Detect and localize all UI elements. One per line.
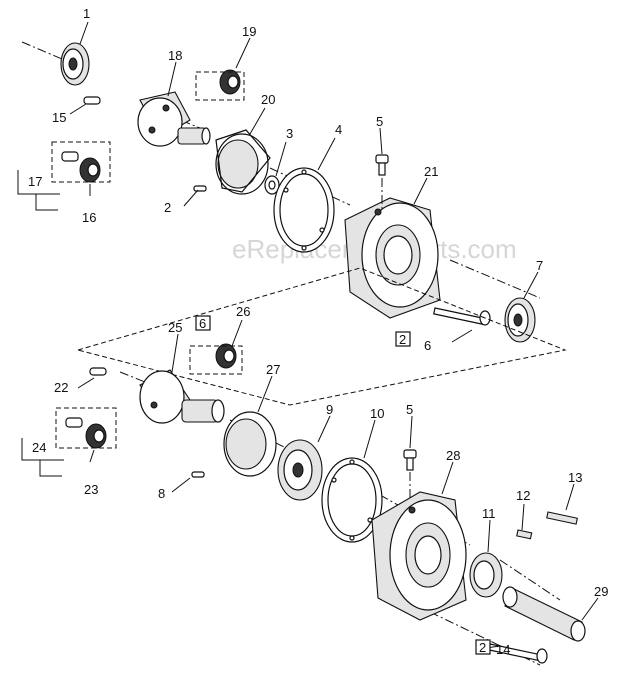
ring-gear-20 [215,129,271,195]
kit-ref-box-c [195,315,211,331]
bracket-24-23 [21,438,64,476]
gear-19-group-box [195,71,245,101]
planet-carrier-18 [137,91,211,147]
pin-24 [65,417,83,428]
planet-gear-26 [215,343,237,369]
gear-26-group-box [189,345,243,375]
callout-13: 13 [568,470,582,485]
seal-11 [469,552,503,598]
callout-15: 15 [52,110,66,125]
kit-outline [76,267,567,406]
key-13 [546,511,578,525]
pin-22 [89,367,107,376]
screw-5-lower [403,449,417,471]
housing-21 [344,197,441,319]
pin-8 [191,471,205,478]
callout-23: 23 [84,482,98,497]
key-12 [516,529,533,540]
planet-gear-23 [85,423,107,449]
callout-26: 26 [236,304,250,319]
callout-9: 9 [326,402,333,417]
planet-carrier-25 [139,369,225,424]
callout-28: 28 [446,448,460,463]
callout-14: 14 [496,642,510,657]
pin-17 [61,151,79,162]
callout-2: 2 [164,200,171,215]
shaft-29 [502,586,586,642]
pin-2 [193,185,207,192]
kit-ref-b: 2 [479,640,486,655]
bolt-6 [433,307,491,326]
gear-16-group-box [51,141,111,183]
callout-24: 24 [32,440,46,455]
housing-28 [371,491,467,621]
gasket-10 [321,457,383,543]
callout-22: 22 [54,380,68,395]
pin-15 [83,96,101,105]
kit-ref-c: 6 [199,316,206,331]
screw-5 [375,154,389,176]
bearing-7 [504,297,536,343]
callout-10: 10 [370,406,384,421]
callout-7: 7 [536,258,543,273]
kit-ref-box-a [395,331,411,347]
callout-6: 6 [424,338,431,353]
bearing-1 [60,42,90,86]
callout-21: 21 [424,164,438,179]
callout-5: 5 [376,114,383,129]
callout-27: 27 [266,362,280,377]
bracket-17-16 [17,170,60,210]
gear-23-group-box [55,407,117,449]
callout-8: 8 [158,486,165,501]
gasket-4 [273,167,335,253]
callout-11: 11 [482,506,496,521]
callout-16: 16 [82,210,96,225]
upper-centerline [21,41,541,299]
callout-18: 18 [168,48,182,63]
callout-3: 3 [286,126,293,141]
callout-19: 19 [242,24,256,39]
callout-5-lower: 5 [406,402,413,417]
callout-17: 17 [28,174,42,189]
planet-gear-19 [219,69,241,95]
kit-ref-box-b [475,639,491,655]
callout-29: 29 [594,584,608,599]
callout-12: 12 [516,488,530,503]
callout-25: 25 [168,320,182,335]
callout-20: 20 [261,92,275,107]
kit-ref-a: 2 [399,332,406,347]
washer-3 [264,175,280,195]
bolt-14 [488,643,548,664]
bearing-9 [277,439,323,501]
callout-4: 4 [335,122,342,137]
ring-gear-27 [223,411,277,477]
planet-gear-16 [79,157,101,183]
callout-1: 1 [83,6,90,21]
